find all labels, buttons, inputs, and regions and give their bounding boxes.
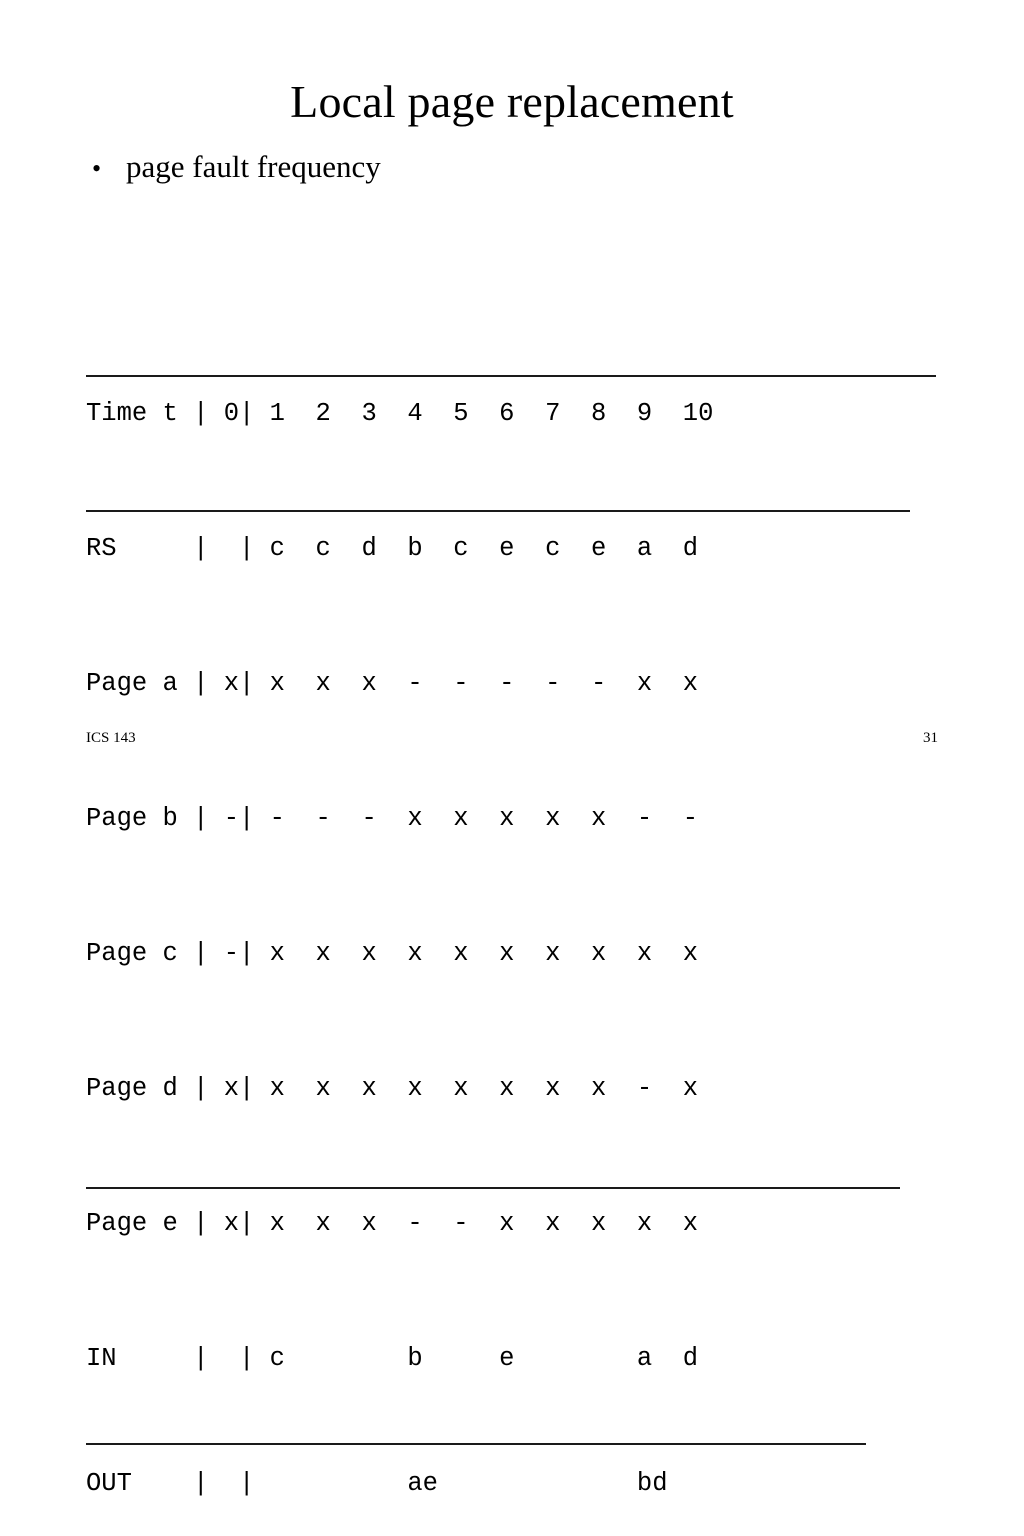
- table-row-page-e: Page e | x| x x x - - x x x x x: [86, 1149, 900, 1238]
- bullet-point-icon: •: [92, 154, 102, 183]
- table-row-time: Time t | 0| 1 2 3 4 5 6 7 8 9 10: [86, 339, 936, 428]
- table-rule-rs: [86, 510, 910, 512]
- table-row-time-text: Time t | 0| 1 2 3 4 5 6 7 8 9 10: [86, 399, 714, 428]
- table-rule-time: [86, 375, 936, 377]
- table-row-page-d: Page d | x| x x x x x x x x - x: [86, 1014, 713, 1103]
- table-row-in-text: IN | | c b e a d: [86, 1344, 699, 1373]
- bullet-list: • page fault frequency: [86, 146, 966, 190]
- table-row-page-b-text: Page b | -| - - - x x x x x - -: [86, 804, 699, 833]
- table-rule-page-e: [86, 1187, 900, 1189]
- table-row-out-text: OUT | | ae bd: [86, 1469, 668, 1498]
- table-row-page-a: Page a | x| x x x - - - - - x x: [86, 609, 713, 698]
- table-row-page-a-text: Page a | x| x x x - - - - - x x: [86, 669, 699, 698]
- footer-page-number: 31: [923, 730, 938, 746]
- list-item: • page fault frequency: [86, 146, 966, 190]
- table-rule-out: [86, 1443, 866, 1445]
- table-row-out: OUT | | ae bd: [86, 1409, 866, 1498]
- table-row-rs-text: RS | | c c d b c e c e a d: [86, 534, 699, 563]
- page-title: Local page replacement: [290, 75, 734, 127]
- table-row-page-c: Page c | -| x x x x x x x x x x: [86, 879, 713, 968]
- table-row-page-c-text: Page c | -| x x x x x x x x x x: [86, 939, 699, 968]
- table-row-in: IN | | c b e a d: [86, 1284, 713, 1373]
- table-row-rs: RS | | c c d b c e c e a d: [86, 474, 910, 563]
- table-row-page-e-text: Page e | x| x x x - - x x x x x: [86, 1209, 699, 1238]
- footer-course-label: ICS 143: [86, 730, 136, 746]
- table-row-page-d-text: Page d | x| x x x x x x x x - x: [86, 1074, 699, 1103]
- page-replacement-table: Time t | 0| 1 2 3 4 5 6 7 8 9 10 RS | | …: [86, 252, 936, 1534]
- slide: Local page replacement • page fault freq…: [86, 75, 966, 1498]
- table-row-page-b: Page b | -| - - - x x x x x - -: [86, 744, 713, 833]
- bullet-item-label: page fault frequency: [126, 149, 381, 184]
